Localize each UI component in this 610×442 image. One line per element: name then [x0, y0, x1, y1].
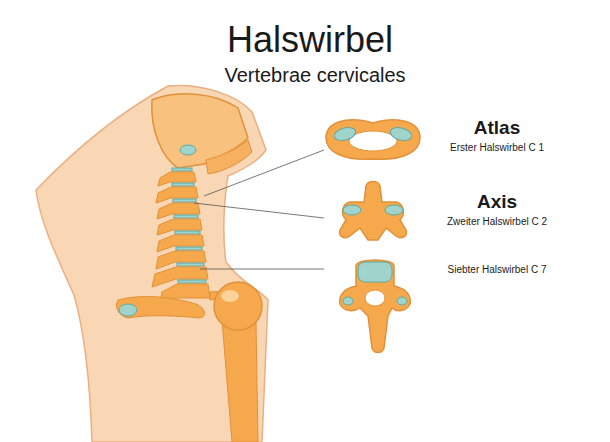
- humerus: [222, 320, 258, 442]
- c7-vertebra: [340, 260, 411, 353]
- humerus-head-highlight: [221, 290, 239, 302]
- scapula: [116, 297, 204, 318]
- title: Halswirbel: [227, 20, 393, 60]
- shoulder-joint-teal: [119, 304, 137, 316]
- jaw-bone: [206, 140, 252, 174]
- vertebra-description: Zweiter Halswirbel C 2: [447, 216, 547, 227]
- body-silhouette: [36, 86, 268, 442]
- cervical-spine: [152, 168, 210, 304]
- humerus-head: [214, 282, 262, 330]
- vertebra-description: Erster Halswirbel C 1: [450, 142, 544, 153]
- vertebra-name: Axis: [477, 192, 517, 213]
- axis-vertebra: [340, 182, 407, 241]
- leader-lines: [194, 150, 324, 269]
- mastoid-teal: [180, 145, 196, 155]
- vertebra-name: Atlas: [474, 118, 520, 139]
- subtitle: Vertebrae cervicales: [224, 64, 405, 86]
- atlas-vertebra: [326, 120, 420, 159]
- vertebra-description: Siebter Halswirbel C 7: [448, 264, 547, 275]
